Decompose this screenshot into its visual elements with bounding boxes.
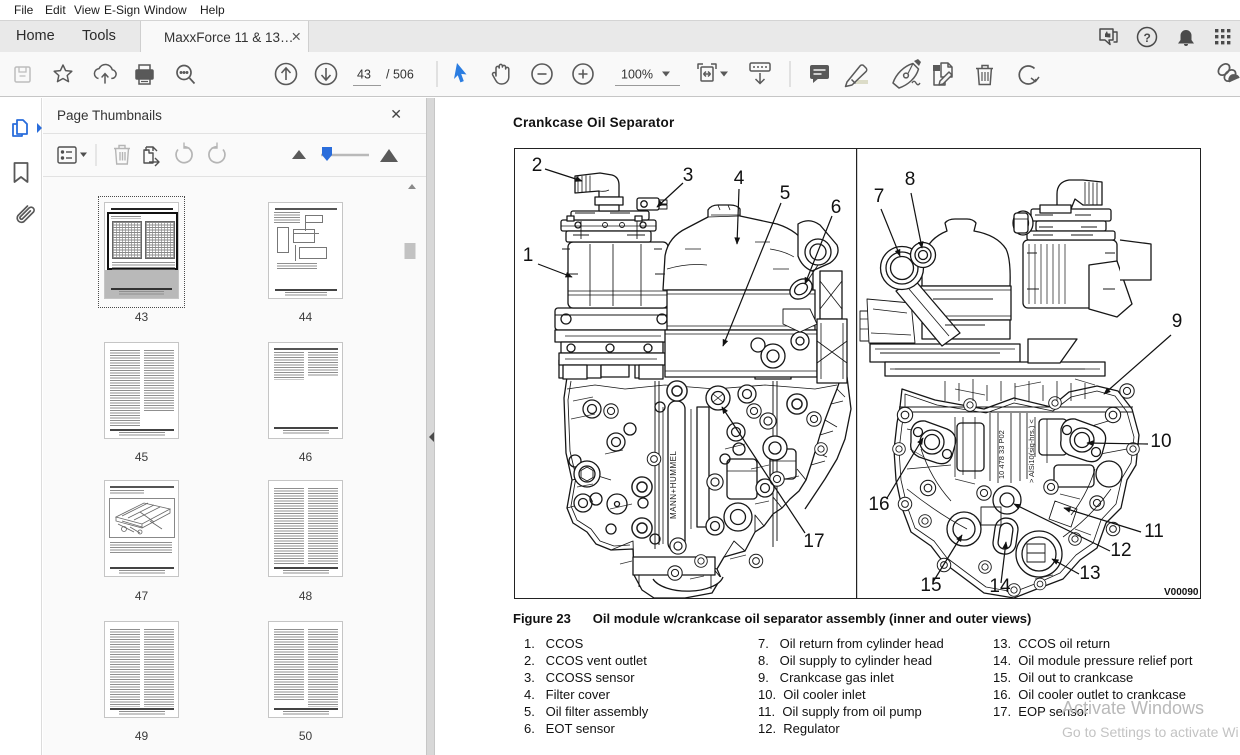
- svg-text:4: 4: [734, 168, 745, 189]
- svg-text:7: 7: [874, 186, 885, 207]
- svg-text:/ 506: / 506: [386, 68, 414, 82]
- svg-text:11: 11: [1144, 521, 1164, 542]
- svg-text:14: 14: [989, 576, 1011, 597]
- svg-text:8: 8: [905, 169, 916, 190]
- svg-text:13: 13: [1079, 563, 1100, 584]
- svg-text:10: 10: [1150, 431, 1171, 452]
- svg-text:?: ?: [1144, 31, 1151, 45]
- svg-text:16: 16: [868, 494, 889, 515]
- svg-text:15: 15: [920, 575, 941, 596]
- svg-text:MANN+HUMMEL: MANN+HUMMEL: [669, 451, 678, 519]
- svg-text:12: 12: [1110, 540, 1131, 561]
- svg-text:1: 1: [523, 245, 534, 266]
- svg-text:3: 3: [683, 165, 694, 186]
- svg-text:10 478 33 P02: 10 478 33 P02: [997, 430, 1006, 479]
- svg-text:6: 6: [831, 197, 842, 218]
- svg-text:43: 43: [357, 68, 371, 82]
- svg-text:V00090: V00090: [1164, 587, 1199, 598]
- svg-text:2: 2: [532, 155, 543, 176]
- svg-text:17: 17: [803, 531, 824, 552]
- svg-text:9: 9: [1172, 311, 1183, 332]
- svg-text:> AlSi10(sig-hrs.) <: > AlSi10(sig-hrs.) <: [1027, 419, 1036, 483]
- svg-text:5: 5: [780, 183, 791, 204]
- svg-text:100%: 100%: [621, 68, 653, 82]
